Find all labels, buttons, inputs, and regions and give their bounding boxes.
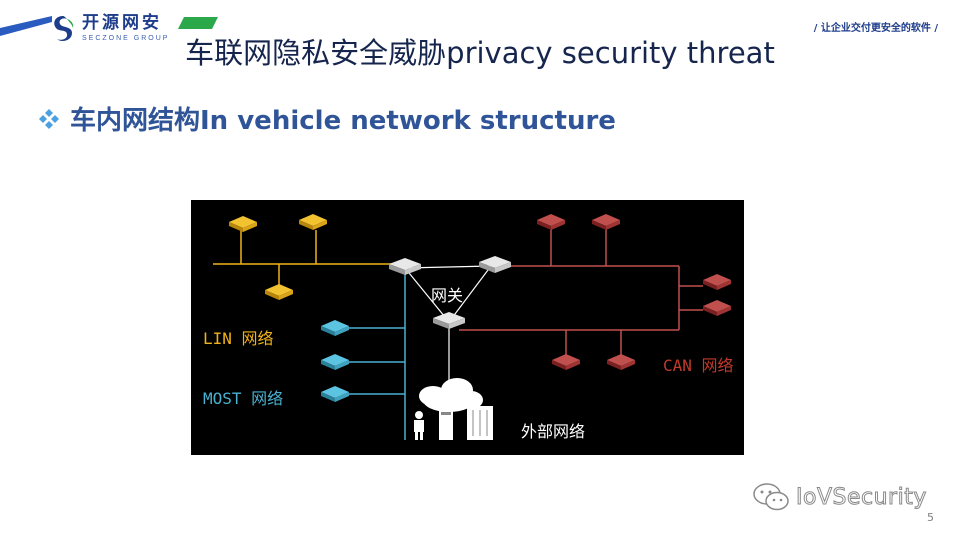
can-network-label: CAN 网络 xyxy=(663,356,734,375)
most-node-2 xyxy=(321,354,349,370)
gateway-label: 网关 xyxy=(431,286,464,305)
can-node-2 xyxy=(592,214,620,230)
lin-node-3 xyxy=(265,284,293,300)
header-accent-green xyxy=(178,17,218,29)
network-diagram-svg xyxy=(213,214,731,440)
page-number: 5 xyxy=(927,511,934,524)
slogan: / 让企业交付更安全的软件 / xyxy=(813,23,938,34)
person-icon xyxy=(414,411,424,440)
can-bus xyxy=(459,228,703,358)
slide-title: 车联网隐私安全威胁privacy security threat xyxy=(185,36,775,70)
vehicle-network-diagram: LIN 网络 MOST 网络 CAN 网络 网关 外部网络 xyxy=(191,200,744,455)
watermark: IoVSecurity xyxy=(752,482,927,512)
external-network-label: 外部网络 xyxy=(521,422,586,441)
gateway-links xyxy=(404,265,492,390)
company-logo: 开源网安 SECZONE GROUP xyxy=(50,14,169,42)
bullet-item: 车内网结构In vehicle network structure xyxy=(38,100,616,137)
watermark-text: IoVSecurity xyxy=(796,484,927,510)
pc-icon xyxy=(439,408,453,440)
gateway-switch-1 xyxy=(389,258,421,275)
gateway-switch-3 xyxy=(433,312,465,329)
wechat-icon xyxy=(753,483,789,511)
most-network-label: MOST 网络 xyxy=(203,389,284,408)
gateway-switch-2 xyxy=(479,256,511,273)
logo-en-text: SECZONE GROUP xyxy=(82,34,170,42)
most-node-1 xyxy=(321,320,349,336)
can-node-5 xyxy=(552,354,580,370)
most-node-3 xyxy=(321,386,349,402)
server-icon xyxy=(467,406,493,440)
lin-network-label: LIN 网络 xyxy=(203,329,274,348)
can-node-6 xyxy=(607,354,635,370)
seczone-logo-icon xyxy=(54,16,74,41)
most-bus xyxy=(349,268,406,440)
diamond-bullet-icon xyxy=(39,108,59,129)
can-node-3 xyxy=(703,274,731,290)
header-accent-bar xyxy=(0,16,52,36)
can-node-1 xyxy=(537,214,565,230)
can-node-4 xyxy=(703,300,731,316)
cloud-icon xyxy=(419,378,483,412)
lin-bus xyxy=(213,230,396,286)
logo-cn-text: 开源网安 xyxy=(82,12,162,33)
lin-node-1 xyxy=(229,216,257,232)
lin-node-2 xyxy=(299,214,327,230)
subtitle: 车内网结构In vehicle network structure xyxy=(70,106,616,136)
